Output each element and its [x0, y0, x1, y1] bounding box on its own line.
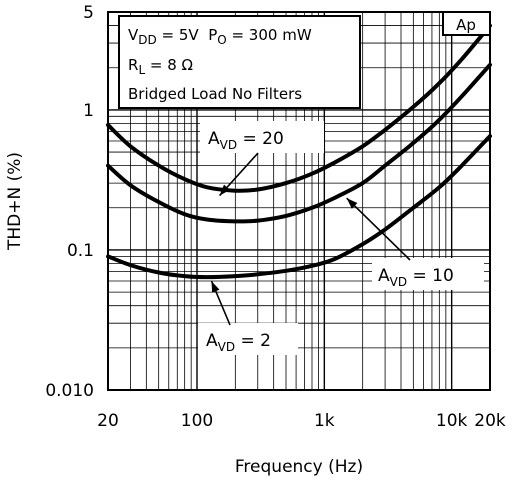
ap-label-frame: [443, 13, 489, 35]
ap-label-text: Ap: [456, 16, 476, 34]
x-tick-label: 10k: [436, 411, 468, 431]
series-annotation: AVD = 2: [198, 280, 298, 355]
series-annotations: AVD = 20 AVD = 10 AVD = 2: [198, 121, 484, 355]
annotation-background: [372, 258, 484, 290]
annotation-background: [200, 121, 324, 153]
ap-label-edge: [442, 13, 490, 36]
annotation-arrowhead: [211, 281, 220, 293]
series-annotation: AVD = 20: [200, 121, 324, 197]
x-tick-label: 20: [97, 411, 119, 431]
annotation-label: AVD = 2: [206, 331, 271, 354]
conditions-box: VDD = 5V PO = 300 mW RL = 8 Ω Bridged Lo…: [118, 15, 361, 109]
x-axis-label: Frequency (Hz): [235, 457, 363, 477]
x-tick-label: 20k: [474, 411, 506, 431]
conditions-line-2: RL = 8 Ω: [128, 56, 193, 77]
conditions-box-frame: [118, 15, 361, 109]
conditions-line-1: VDD = 5V PO = 300 mW: [128, 26, 312, 47]
y-axis-label: THD+N (%): [5, 152, 25, 251]
x-tick-label: 1k: [314, 411, 335, 431]
series-annotation: AVD = 10: [346, 197, 484, 290]
conditions-line-3: Bridged Load No Filters: [128, 85, 302, 103]
annotation-arrow-line: [346, 197, 411, 261]
y-tick-label: 0.1: [67, 241, 94, 261]
annotation-label: AVD = 20: [208, 129, 284, 152]
series-line: [106, 23, 492, 193]
x-tick-label: 100: [181, 411, 213, 431]
y-tick-label: 5: [83, 3, 94, 23]
y-tick-label: 0.010: [45, 381, 94, 401]
ap-corner-label: Ap: [442, 13, 490, 36]
series-line: [106, 134, 492, 280]
annotation-arrowhead: [346, 198, 358, 209]
y-tick-label: 1: [83, 101, 94, 121]
series-layer: [106, 23, 492, 280]
annotation-label: AVD = 10: [378, 266, 454, 289]
annotation-arrowhead: [219, 184, 230, 196]
tick-labels: 20 100 1k 10k 20k 0.010 0.1 1 5: [45, 3, 506, 431]
annotation-background: [198, 323, 298, 355]
series-line: [106, 62, 492, 224]
plot-frame: [107, 11, 491, 391]
